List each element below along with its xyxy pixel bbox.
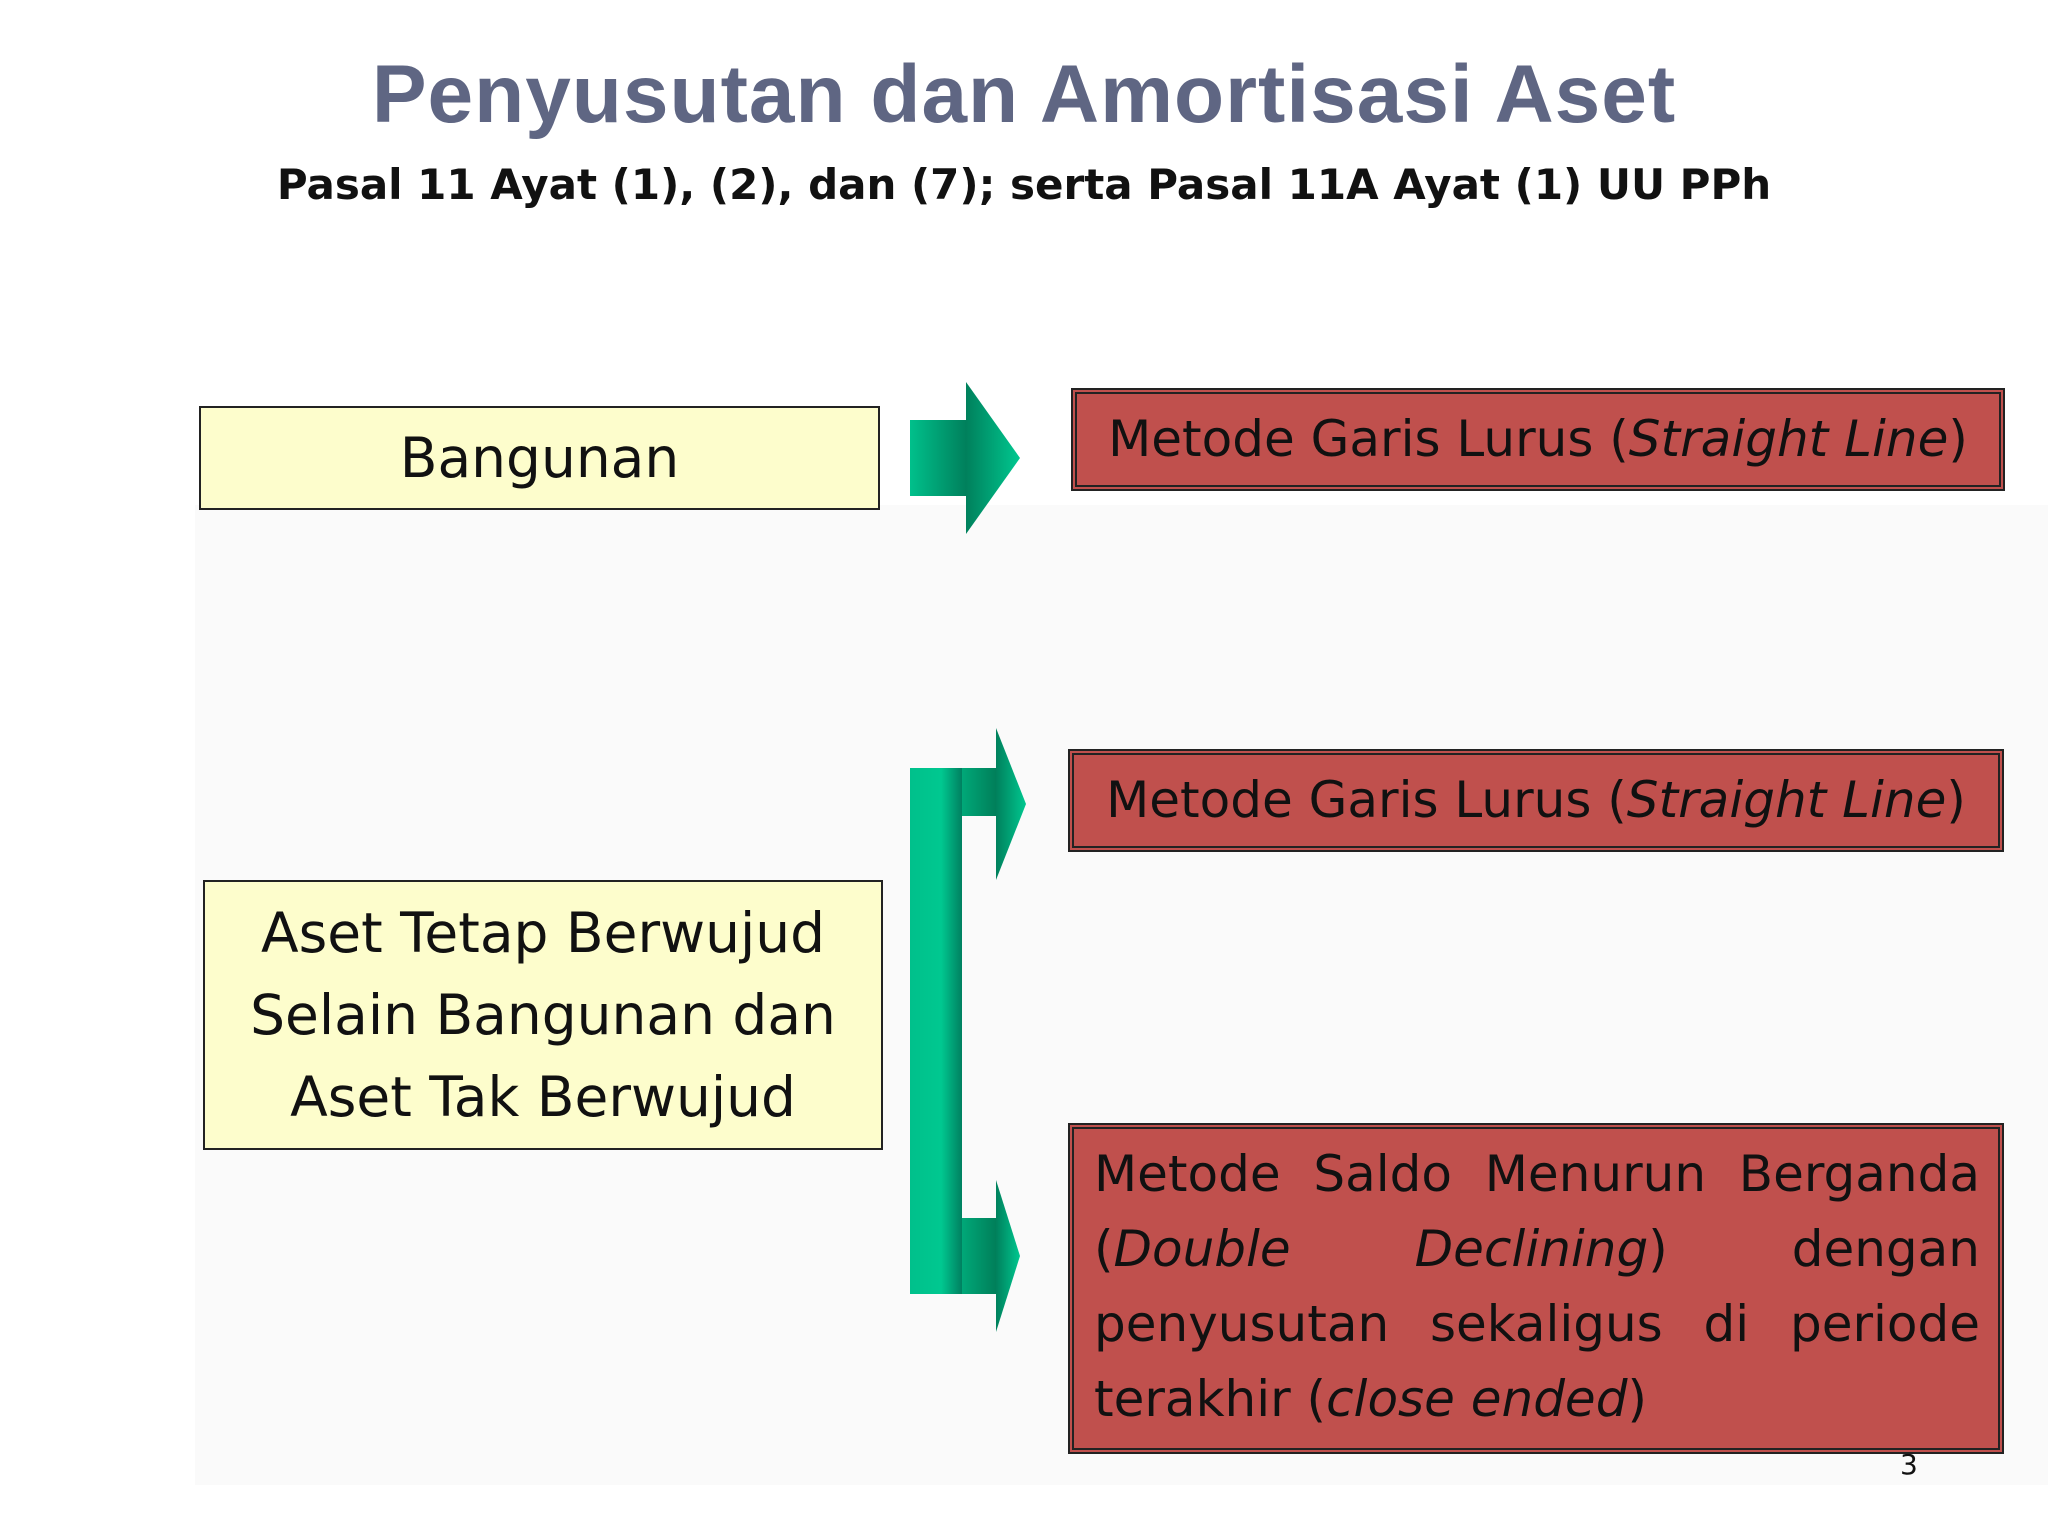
method-text: Metode Saldo Menurun Berganda ( [1094,1145,1980,1278]
source-line-1: Aset Tetap Berwujud [261,901,825,965]
method-text-italic: close ended [1326,1370,1628,1428]
method-text: Metode Garis Lurus ( [1106,771,1627,829]
method-box-straight-line: Metode Garis Lurus (Straight Line) [1068,749,2004,852]
method-text-suffix: ) [1627,1370,1647,1428]
arrow-right-icon [910,382,1020,534]
method-box-building: Metode Garis Lurus (Straight Line) [1071,388,2005,491]
source-box-other-assets: Aset Tetap Berwujud Selain Bangunan dan … [203,880,883,1150]
source-label-other-assets: Aset Tetap Berwujud Selain Bangunan dan … [250,892,836,1138]
method-box-double-declining: Metode Saldo Menurun Berganda (Double De… [1068,1123,2004,1454]
method-text-suffix: ) [1946,771,1966,829]
method-label-double-declining: Metode Saldo Menurun Berganda (Double De… [1074,1129,1998,1437]
method-label-building: Metode Garis Lurus (Straight Line) [1077,394,1999,484]
method-text-italic: Double Declining [1113,1220,1649,1278]
method-text-italic: Straight Line [1628,410,1949,468]
source-line-3: Aset Tak Berwujud [290,1065,796,1129]
source-line-2: Selain Bangunan dan [250,983,836,1047]
method-text-suffix: ) [1948,410,1968,468]
source-box-building: Bangunan [199,406,880,510]
method-label-straight-line: Metode Garis Lurus (Straight Line) [1074,755,1998,845]
method-text-italic: Straight Line [1626,771,1947,829]
method-text: ) dengan penyusutan sekaligus di periode… [1094,1220,1980,1428]
slide-title: Penyusutan dan Amortisasi Aset [371,49,1677,140]
method-text: Metode Garis Lurus ( [1108,410,1629,468]
source-label-building: Bangunan [399,426,680,490]
page-number: 3 [1900,1448,1918,1481]
bracket-connector-icon [910,728,1026,1332]
slide-subtitle: Pasal 11 Ayat (1), (2), dan (7); serta P… [276,160,1772,209]
